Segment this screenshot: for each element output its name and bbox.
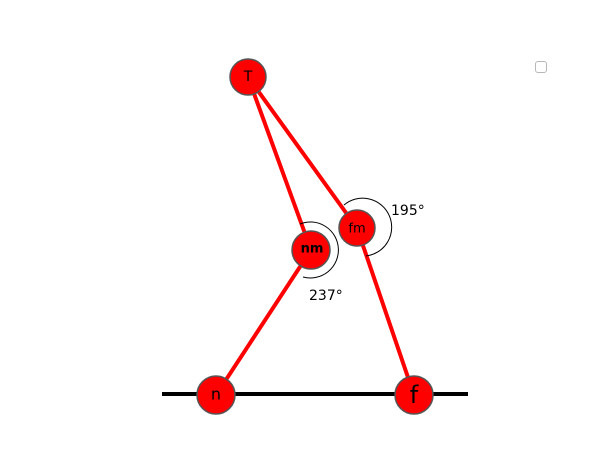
node-nm[interactable]: nm bbox=[291, 230, 331, 270]
node-f[interactable]: f bbox=[394, 375, 434, 415]
angle-arcs bbox=[299, 197, 393, 279]
node-t[interactable]: T bbox=[229, 58, 267, 96]
edge-t-to-nm bbox=[246, 76, 313, 251]
node-label-fm: fm bbox=[348, 222, 365, 237]
edge-nm-to-n bbox=[214, 248, 313, 397]
angle-arc-nm bbox=[299, 221, 339, 279]
node-n[interactable]: n bbox=[196, 375, 236, 415]
edge-t-to-fm bbox=[246, 75, 359, 230]
angle-label-fm: 195° bbox=[391, 203, 425, 219]
node-label-t: T bbox=[243, 69, 253, 85]
node-label-nm: nm bbox=[301, 242, 324, 257]
node-label-n: n bbox=[211, 385, 221, 404]
angle-arc-fm bbox=[343, 197, 393, 257]
node-fm[interactable]: fm bbox=[338, 209, 376, 247]
edge-fm-to-f bbox=[355, 227, 416, 396]
angle-label-nm: 237° bbox=[309, 288, 343, 304]
node-label-f: f bbox=[410, 381, 419, 409]
toggle-checkbox[interactable] bbox=[535, 61, 547, 73]
